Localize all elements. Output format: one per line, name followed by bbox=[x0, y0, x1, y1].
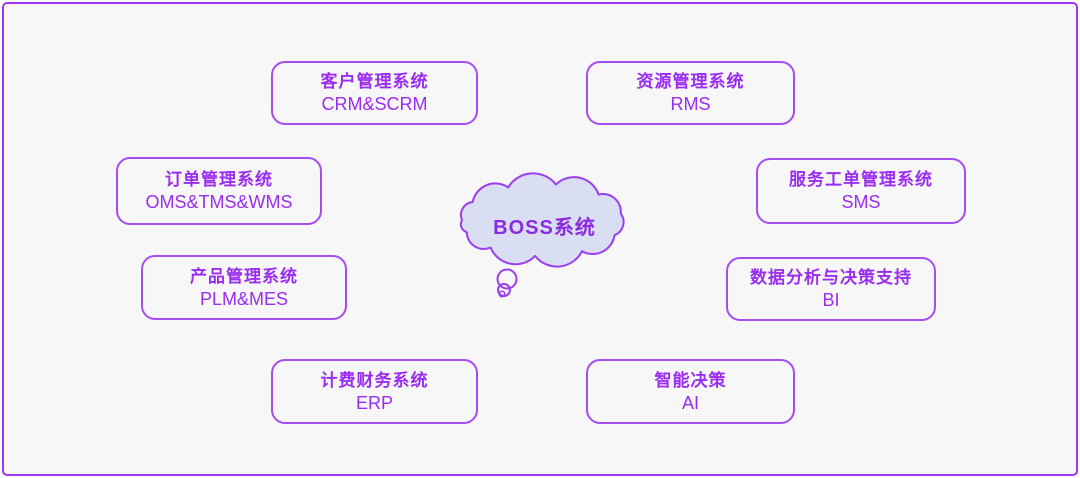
node-rms: 资源管理系统 RMS bbox=[586, 61, 795, 125]
boss-cloud bbox=[459, 172, 625, 298]
node-subtitle: PLM&MES bbox=[199, 288, 289, 309]
node-sms: 服务工单管理系统 SMS bbox=[756, 158, 966, 224]
node-title: 服务工单管理系统 bbox=[789, 170, 933, 189]
node-title: 订单管理系统 bbox=[165, 170, 273, 189]
node-title: 数据分析与决策支持 bbox=[750, 268, 912, 287]
node-title: 计费财务系统 bbox=[320, 370, 429, 390]
node-bi: 数据分析与决策支持 BI bbox=[726, 257, 936, 321]
thought-bubble-large bbox=[496, 268, 518, 290]
node-title: 资源管理系统 bbox=[636, 72, 745, 91]
node-title: 客户管理系统 bbox=[320, 72, 429, 91]
node-ai: 智能决策 AI bbox=[586, 359, 795, 424]
node-oms: 订单管理系统 OMS&TMS&WMS bbox=[116, 157, 322, 225]
node-subtitle: RMS bbox=[670, 94, 711, 114]
node-plm: 产品管理系统 PLM&MES bbox=[141, 255, 347, 320]
boss-cloud-label: BOSS系统 bbox=[493, 217, 596, 239]
node-subtitle: ERP bbox=[355, 392, 393, 413]
node-subtitle: OMS&TMS&WMS bbox=[145, 192, 293, 212]
node-title: 智能决策 bbox=[654, 370, 727, 390]
node-subtitle: BI bbox=[822, 290, 840, 310]
cloud-shape bbox=[459, 172, 625, 268]
node-subtitle: CRM&SCRM bbox=[321, 94, 428, 114]
node-erp: 计费财务系统 ERP bbox=[271, 359, 478, 424]
node-subtitle: SMS bbox=[841, 192, 881, 212]
node-subtitle: AI bbox=[681, 392, 699, 413]
node-title: 产品管理系统 bbox=[190, 266, 298, 286]
node-crm: 客户管理系统 CRM&SCRM bbox=[271, 61, 478, 125]
thought-bubble-small bbox=[498, 290, 506, 298]
